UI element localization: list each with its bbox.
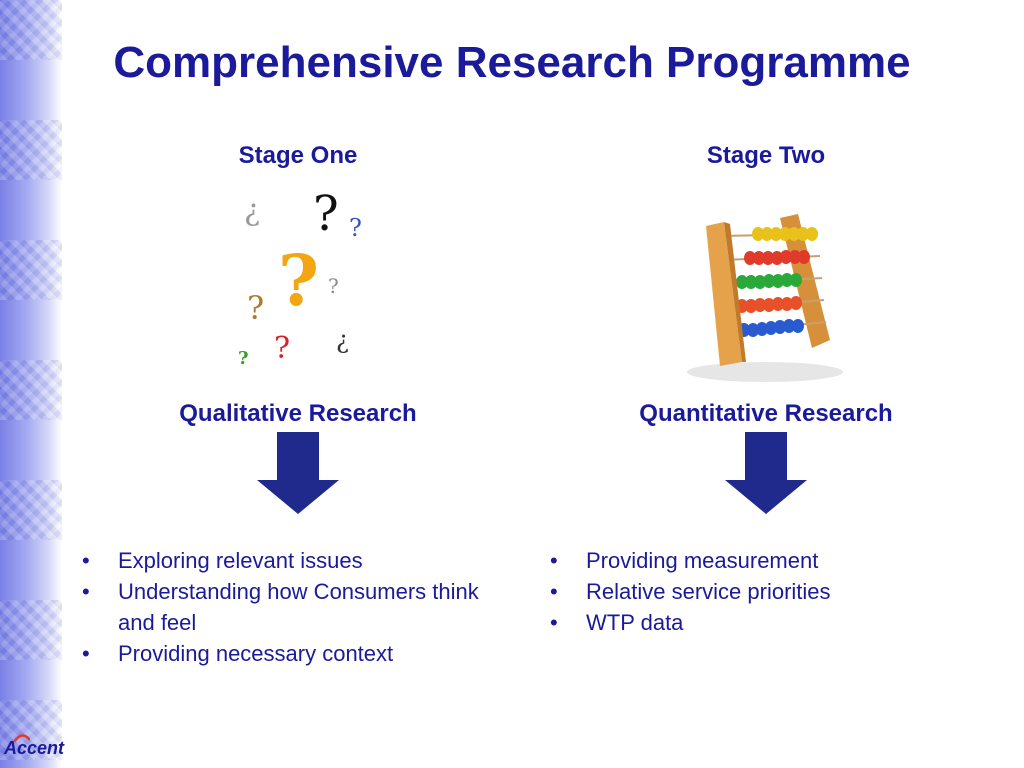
- question-mark-dark-inverted: ¿: [336, 326, 349, 354]
- quantitative-bullet-list: Providing measurement Relative service p…: [544, 545, 944, 638]
- question-mark-orange: ?: [278, 239, 320, 322]
- down-arrow-icon: [257, 432, 339, 514]
- quantitative-research-label: Quantitative Research: [639, 400, 893, 427]
- decorative-side-band: [0, 0, 62, 768]
- accent-logo: Accent: [4, 738, 65, 758]
- question-mark-small-gray: ?: [328, 274, 339, 298]
- question-mark-brown: ?: [247, 289, 265, 327]
- list-item: Providing necessary context: [76, 638, 496, 669]
- question-mark-green: ?: [238, 348, 249, 369]
- slide-title: Comprehensive Research Programme: [113, 38, 911, 87]
- qualitative-research-label: Qualitative Research: [179, 400, 417, 427]
- list-item: Understanding how Consumers think and fe…: [76, 576, 496, 638]
- question-mark-gray: ¿: [244, 193, 261, 228]
- question-mark-red: ?: [274, 331, 291, 366]
- list-item: Providing measurement: [544, 545, 944, 576]
- list-item: Exploring relevant issues: [76, 545, 496, 576]
- down-arrow-icon: [725, 432, 807, 514]
- question-mark-blue: ?: [349, 214, 362, 242]
- question-mark-black: ?: [313, 186, 339, 242]
- abacus-image: [687, 214, 843, 382]
- list-item: WTP data: [544, 607, 944, 638]
- qualitative-bullet-list: Exploring relevant issues Understanding …: [76, 545, 496, 669]
- list-item: Relative service priorities: [544, 576, 944, 607]
- stage-two-label: Stage Two: [706, 142, 826, 169]
- accent-logo-mark-icon: [14, 734, 30, 742]
- stage-one-label: Stage One: [238, 142, 358, 169]
